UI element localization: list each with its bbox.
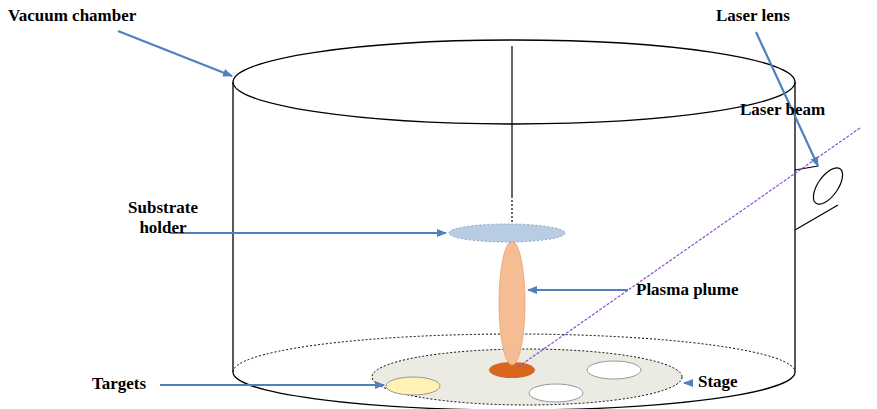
leader-arrow — [160, 384, 384, 386]
leader-arrow — [684, 382, 692, 384]
part-label: Plasma plume — [636, 280, 738, 300]
substrate-rod — [511, 46, 512, 196]
part-label: Targets — [92, 374, 146, 394]
target — [529, 384, 583, 402]
part-label: Laser beam — [740, 100, 825, 120]
chamber-wall — [233, 82, 795, 409]
part-label: Stage — [698, 372, 738, 392]
leader-arrow — [118, 31, 232, 76]
substrate-holder-shape — [449, 224, 565, 242]
laser-beam-line — [518, 128, 860, 367]
leader-arrow — [756, 32, 818, 166]
leader-arrow — [170, 232, 446, 234]
laser-lens-shape — [808, 163, 848, 209]
part-label: Vacuum chamber — [8, 6, 136, 26]
stage-plate — [372, 349, 682, 405]
leader-arrow — [528, 289, 628, 291]
target — [587, 361, 641, 379]
chamber-top — [233, 40, 795, 124]
part-label: Substrate holder — [118, 198, 208, 237]
plasma-plume-shape — [499, 241, 525, 365]
target — [386, 377, 440, 395]
part-label: Laser lens — [716, 6, 790, 26]
